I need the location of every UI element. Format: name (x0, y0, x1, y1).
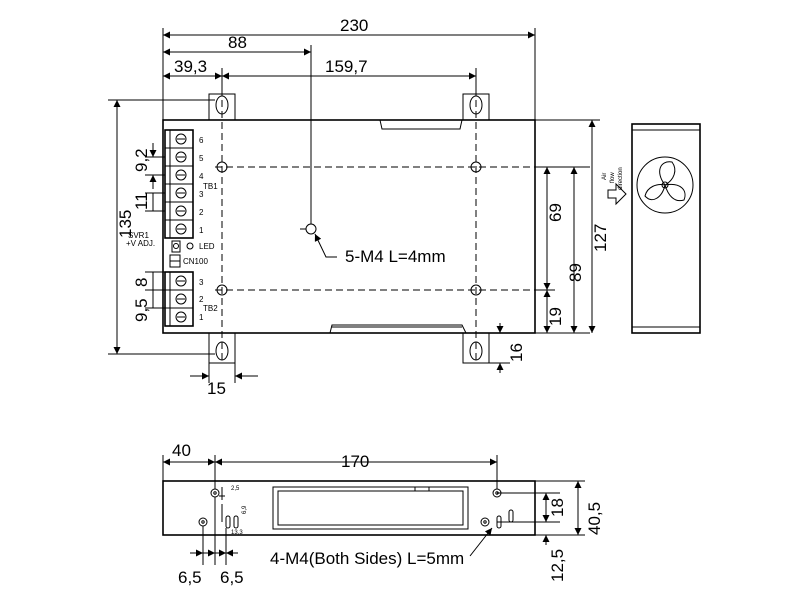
dim-135: 135 (116, 210, 135, 238)
tb1-pin-6: 6 (199, 136, 204, 145)
mount-hole (470, 284, 482, 296)
svr-adj-label: +V ADJ. (126, 239, 155, 248)
dim-6-5-a: 6,5 (178, 568, 202, 587)
terminal-block-tb2 (164, 271, 194, 327)
cn100-label: CN100 (183, 257, 208, 266)
led-label: LED (199, 242, 215, 251)
dim-18: 18 (548, 498, 567, 517)
tb1-pin-4: 4 (199, 172, 204, 181)
dim-19: 19 (546, 307, 565, 326)
dim-40: 40 (172, 441, 191, 460)
led-indicator (186, 242, 194, 250)
svr-label: SVR1 (128, 231, 149, 240)
dim-13-3: 13,3 (231, 530, 243, 536)
bottom-view-body (162, 480, 536, 536)
side-view: Air flow direction (602, 123, 701, 334)
mount-hole (216, 161, 228, 173)
top-view: 6 5 4 3 2 1 TB1 SVR1 +V ADJ. LED CN100 3… (108, 16, 610, 398)
dim-230: 230 (340, 16, 368, 35)
tb2-pin-3: 3 (199, 278, 204, 287)
bottom-slot (329, 324, 467, 334)
dim-11: 11 (132, 192, 151, 210)
side-view-body (631, 123, 701, 334)
airflow-label-1: Air (602, 173, 608, 180)
dim-39-3: 39,3 (174, 57, 207, 76)
dim-15: 15 (207, 379, 226, 398)
dim-170: 170 (341, 452, 369, 471)
dim-2-5: 2,5 (231, 486, 240, 492)
fan-icon (636, 156, 694, 214)
tb1-label: TB1 (203, 182, 218, 191)
airflow-arrow-icon (607, 182, 627, 206)
top-slot (379, 119, 463, 130)
mount-hole (216, 284, 228, 296)
tb1-pin-1: 1 (199, 226, 204, 235)
top-view-body (162, 119, 536, 334)
callout-5-m4: 5-M4 L=4mm (345, 247, 446, 266)
tb1-pin-3: 3 (199, 190, 204, 199)
dim-9-5: 9,5 (132, 298, 151, 322)
dim-9-2: 9,2 (132, 148, 151, 172)
tb1-pin-2: 2 (199, 208, 204, 217)
bottom-hole (210, 488, 220, 498)
dim-159-7: 159,7 (325, 57, 368, 76)
airflow-label-3: direction (618, 167, 624, 190)
dim-89: 89 (566, 263, 585, 282)
dim-8: 8 (132, 278, 151, 287)
tb2-pin-2: 2 (199, 295, 204, 304)
dim-127: 127 (591, 224, 610, 252)
airflow-label-2: flow (610, 172, 616, 183)
mount-hole-center (305, 223, 317, 235)
tb1-pin-5: 5 (199, 154, 204, 163)
terminal-block-tb1 (164, 129, 194, 239)
dim-6-9: 6,9 (242, 505, 248, 514)
tb2-pin-1: 1 (199, 313, 204, 322)
bottom-hole (480, 517, 490, 527)
bottom-view: 40 170 40,5 18 12,5 2,5 6,9 13,3 6,5 6,5 (162, 441, 604, 587)
dim-12-5: 12,5 (548, 549, 567, 582)
svr-trimmer (171, 240, 181, 253)
dim-69: 69 (546, 203, 565, 222)
tb2-label: TB2 (203, 304, 218, 313)
dim-16: 16 (507, 343, 526, 362)
dim-88: 88 (228, 33, 247, 52)
callout-4-m4: 4-M4(Both Sides) L=5mm (270, 549, 464, 568)
dim-40-5: 40,5 (585, 502, 604, 535)
bottom-hole (198, 517, 208, 527)
bottom-slot-window (272, 486, 469, 530)
dim-6-5-b: 6,5 (220, 568, 244, 587)
mount-hole (470, 161, 482, 173)
